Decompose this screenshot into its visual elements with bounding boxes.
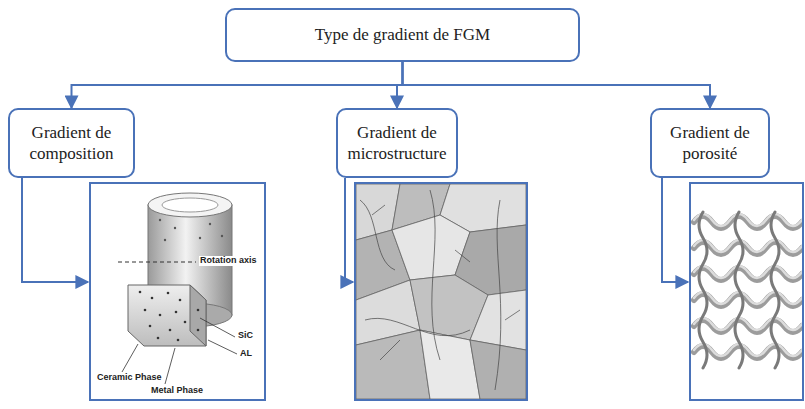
category-box: Gradient de microstructure [336, 108, 458, 178]
box-text: Gradient de microstructure [344, 122, 450, 165]
tree-connector [403, 62, 711, 108]
part-label: Ceramic Phase [96, 373, 163, 383]
box-text: Gradient de porosité [658, 122, 762, 165]
composition-figure [90, 183, 265, 400]
part-label: SiC [237, 331, 254, 341]
box-text: Type de gradient de FGM [315, 24, 490, 45]
box-text: Gradient de composition [16, 122, 127, 165]
root-box: Type de gradient de FGM [225, 8, 580, 62]
part-label: Metal Phase [150, 386, 204, 396]
category-box: Gradient de porosité [650, 108, 770, 178]
part-label: Rotation axis [199, 256, 258, 266]
tree-connector [72, 62, 403, 108]
part-label: AL [239, 349, 253, 359]
microstructure-figure [355, 183, 527, 400]
category-box: Gradient de composition [8, 108, 135, 178]
porosity-figure [690, 183, 803, 400]
